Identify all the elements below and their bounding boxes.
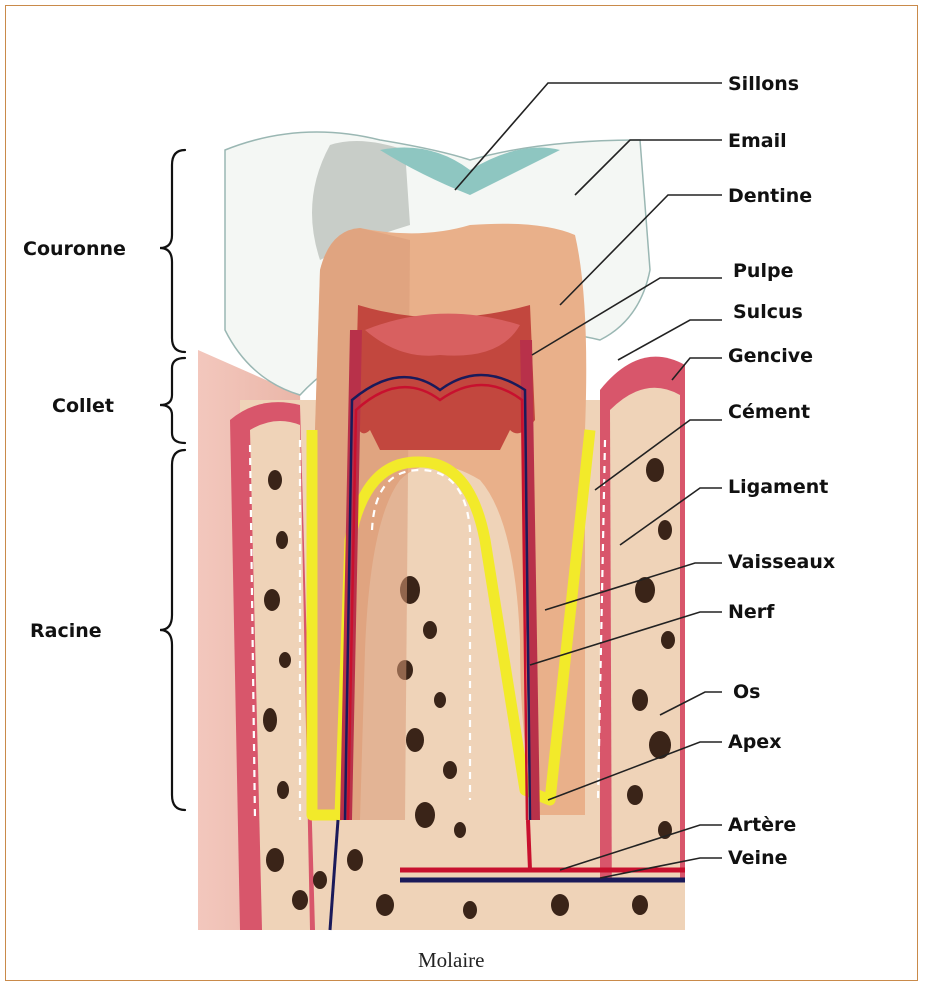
label-sillons: Sillons <box>728 73 799 95</box>
label-os: Os <box>733 681 760 703</box>
label-sulcus: Sulcus <box>733 301 803 323</box>
label-racine: Racine <box>30 620 102 642</box>
label-ligament: Ligament <box>728 476 828 498</box>
label-pulpe: Pulpe <box>733 260 793 282</box>
label-couronne: Couronne <box>23 238 126 260</box>
label-email: Email <box>728 130 787 152</box>
label-collet: Collet <box>52 395 114 417</box>
label-vaisseaux: Vaisseaux <box>728 551 835 573</box>
label-nerf: Nerf <box>728 601 775 623</box>
figure-caption: Molaire <box>418 948 484 972</box>
label-apex: Apex <box>728 731 781 753</box>
label-veine: Veine <box>728 847 787 869</box>
region-braces <box>160 150 185 810</box>
label-gencive: Gencive <box>728 345 813 367</box>
label-dentine: Dentine <box>728 185 812 207</box>
label-artere: Artère <box>728 814 796 836</box>
label-cement: Cément <box>728 401 810 423</box>
